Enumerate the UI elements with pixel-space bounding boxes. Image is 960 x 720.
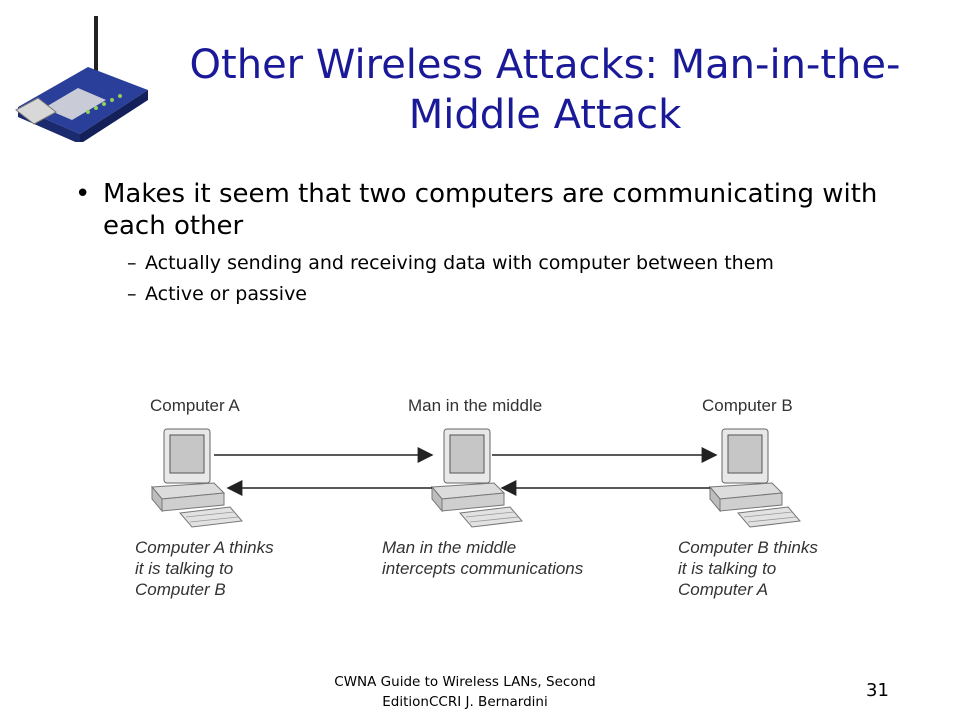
- computer-a-label: Computer A: [150, 396, 240, 415]
- man-in-middle-computer-icon: [431, 428, 523, 528]
- page-number: 31: [866, 680, 889, 701]
- computer-a-icon: [151, 428, 243, 528]
- bullet-item: • Makes it seem that two computers are c…: [75, 178, 935, 242]
- bullet-list: • Makes it seem that two computers are c…: [75, 178, 935, 310]
- dash-marker: –: [127, 283, 137, 305]
- subbullet-text: Active or passive: [145, 283, 308, 305]
- subbullet-item: – Actually sending and receiving data wi…: [75, 248, 935, 279]
- computer-a-caption: Computer A thinks it is talking to Compu…: [135, 538, 274, 599]
- mitm-diagram: Computer A Man in the middle Computer B: [130, 385, 850, 615]
- computer-b-caption: Computer B thinks it is talking to Compu…: [678, 538, 818, 599]
- computer-b-icon: [709, 428, 801, 528]
- man-in-middle-caption: Man in the middle intercepts communicati…: [382, 538, 584, 578]
- computer-b-label: Computer B: [702, 396, 793, 415]
- diagram-graphic: [151, 428, 801, 528]
- bullet-text: Makes it seem that two computers are com…: [103, 179, 878, 241]
- subbullet-text: Actually sending and receiving data with…: [145, 252, 774, 274]
- wireless-router-icon: [15, 16, 148, 142]
- bullet-marker: •: [75, 179, 91, 209]
- subbullet-item: – Active or passive: [75, 279, 935, 310]
- slide-title: Other Wireless Attacks: Man-in-the-Middl…: [189, 42, 901, 138]
- man-in-middle-label: Man in the middle: [408, 396, 543, 415]
- footer-text: CWNA Guide to Wireless LANs, Second Edit…: [334, 674, 596, 710]
- dash-marker: –: [127, 252, 137, 274]
